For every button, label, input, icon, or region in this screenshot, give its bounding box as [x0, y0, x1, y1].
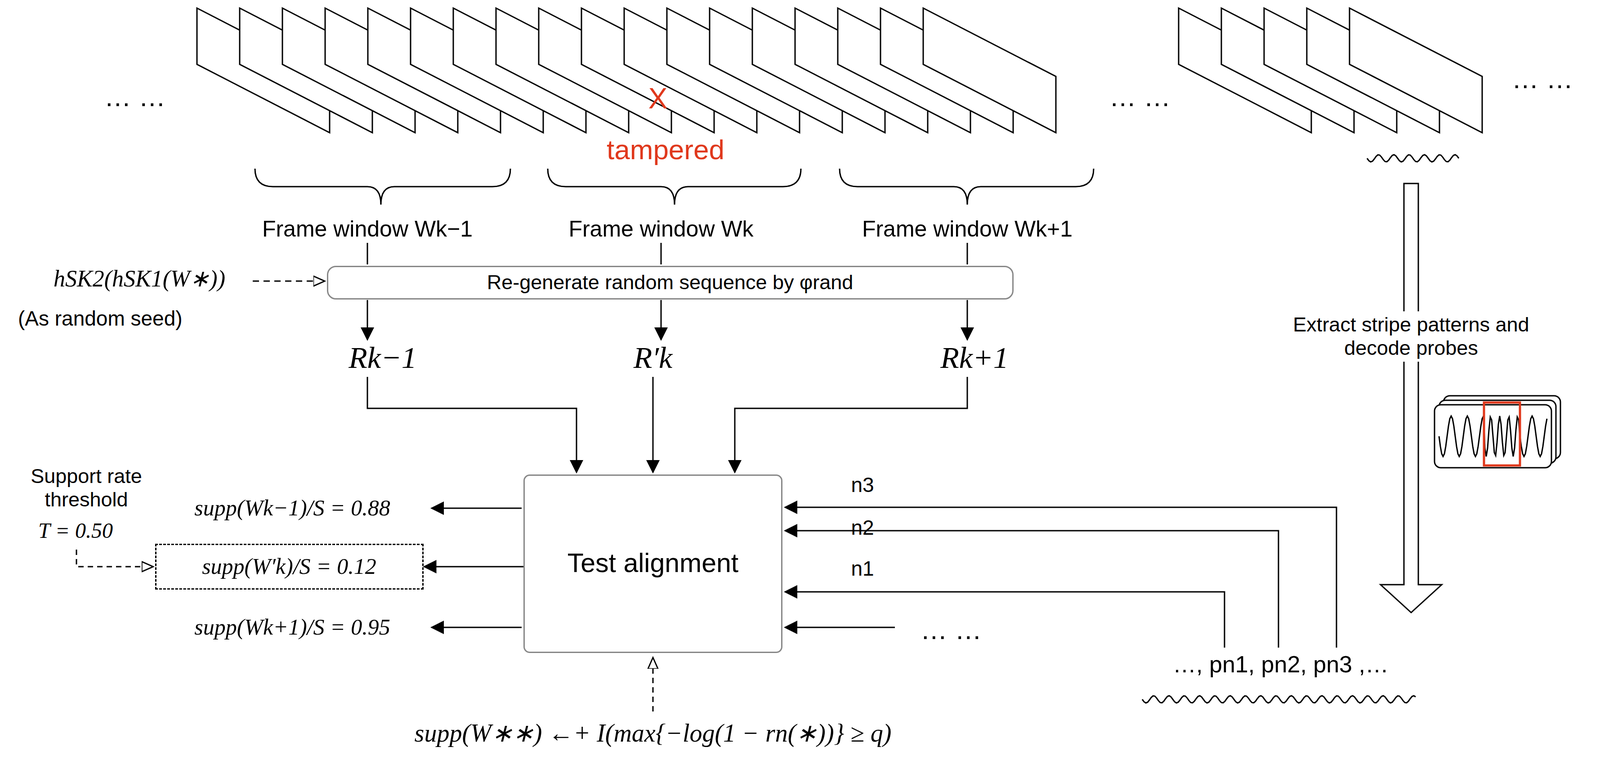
sequence-label: R′k: [633, 339, 673, 376]
window-braces: [254, 168, 1094, 205]
highlight-box: supp(W′k)/S = 0.12: [155, 543, 424, 590]
probe-index: n1: [850, 556, 874, 581]
ellipsis: … …: [1109, 81, 1171, 113]
seed-formula: hSK2(hSK1(W∗)): [53, 265, 226, 293]
probe-signal: [1439, 415, 1547, 457]
threshold-label: Support rate threshold: [18, 464, 154, 512]
wavy-line: [1142, 695, 1416, 703]
window-label: Frame window Wk: [568, 216, 754, 243]
ellipsis: … …: [920, 614, 983, 646]
node-text: Re-generate random sequence by φrand: [487, 270, 854, 295]
probe-index: n2: [850, 515, 874, 540]
update-formula: supp(W∗∗) ←+ I(max{−log(1 − rn(∗))} ≥ q): [414, 718, 892, 748]
extract-note: Extract stripe patterns and decode probe…: [1267, 311, 1556, 362]
support-rate: supp(Wk−1)/S = 0.88: [194, 495, 390, 522]
node-text: Test alignment: [567, 548, 739, 579]
window-label: Frame window Wk+1: [862, 216, 1073, 243]
threshold-arrow: [76, 549, 154, 567]
sequence-label: Rk−1: [348, 339, 417, 376]
wavy-lines: [1142, 154, 1459, 703]
frame: [1349, 8, 1483, 133]
probe-index: n3: [850, 473, 874, 497]
sequence-label: Rk+1: [940, 339, 1009, 376]
process-box: Test alignment: [523, 474, 783, 653]
video-frames: [196, 8, 1483, 133]
threshold-value: T = 0.50: [38, 518, 113, 543]
ellipsis: … …: [1511, 63, 1574, 95]
tamper-label: tampered: [606, 133, 725, 166]
stripe-probe-figure: [1434, 395, 1561, 468]
connector: [424, 566, 524, 568]
tamper-mark: X: [648, 82, 668, 116]
wavy-line: [1367, 154, 1459, 162]
process-box: Re-generate random sequence by φrand: [326, 265, 1014, 300]
window-label: Frame window Wk−1: [262, 216, 473, 243]
probe-sequence: …, pn1, pn2, pn3 ,…: [1172, 651, 1389, 679]
flow-arrows: [252, 183, 1442, 712]
node-text: supp(W′k)/S = 0.12: [201, 553, 377, 580]
frame: [923, 8, 1056, 133]
support-rate: supp(Wk+1)/S = 0.95: [194, 614, 390, 641]
seed-note: (As random seed): [17, 306, 183, 331]
ellipsis: … …: [104, 81, 166, 113]
